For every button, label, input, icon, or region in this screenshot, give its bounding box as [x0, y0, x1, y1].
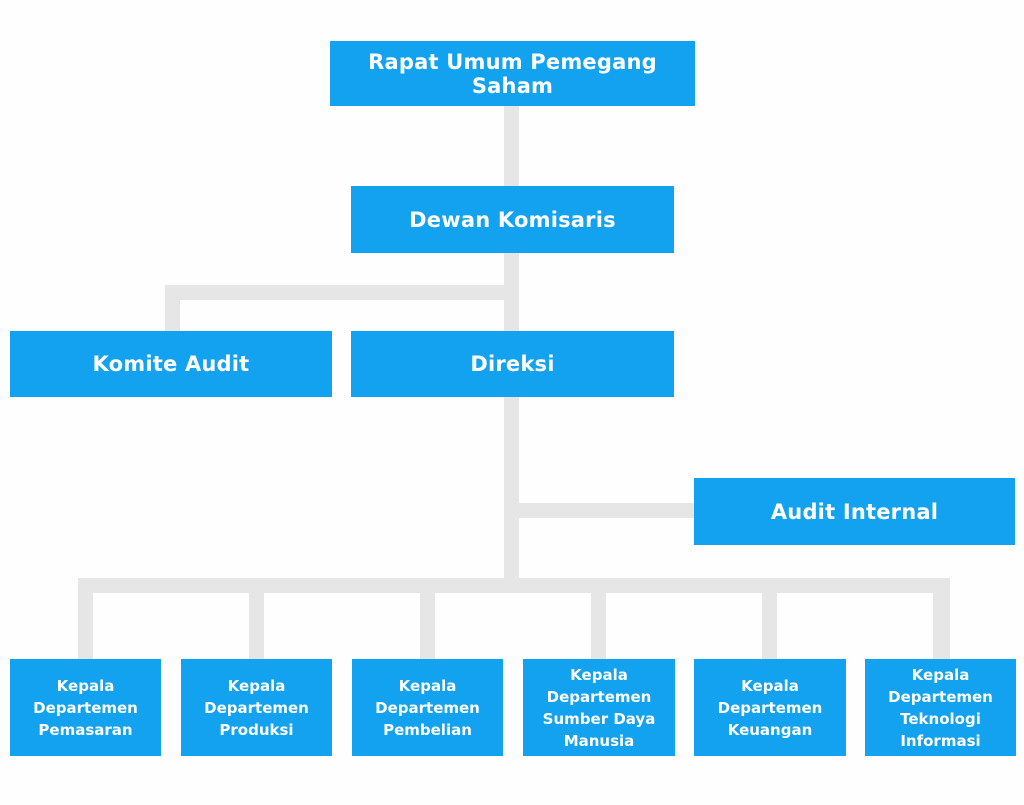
connector-branch-to-audit-internal: [511, 503, 696, 518]
connector-stub-dept-produksi: [249, 580, 264, 661]
connector-elbow-to-komite-audit: [165, 285, 180, 333]
node-kepala-departemen-teknologi-informasi: Kepala Departemen Teknologi Informasi: [865, 659, 1016, 756]
node-kepala-departemen-produksi: Kepala Departemen Produksi: [181, 659, 332, 756]
connector-direksi-down: [504, 395, 519, 585]
connector-bottom-bus: [78, 578, 950, 593]
node-komite-audit: Komite Audit: [10, 331, 332, 397]
connector-stub-dept-ti: [933, 580, 950, 661]
node-rapat-umum-pemegang-saham: Rapat Umum Pemegang Saham: [330, 41, 695, 106]
node-dewan-komisaris: Dewan Komisaris: [351, 186, 674, 253]
node-kepala-departemen-sumber-daya-manusia: Kepala Departemen Sumber Daya Manusia: [523, 659, 675, 756]
connector-branch-horizontal: [165, 285, 519, 300]
connector-stub-dept-pemasaran: [78, 580, 93, 661]
connector-rups-to-dewan-komisaris: [504, 104, 519, 188]
node-kepala-departemen-keuangan: Kepala Departemen Keuangan: [694, 659, 846, 756]
connector-stub-dept-sdm: [591, 580, 606, 661]
connector-stub-dept-pembelian: [420, 580, 435, 661]
node-audit-internal: Audit Internal: [694, 478, 1015, 545]
node-direksi: Direksi: [351, 331, 674, 397]
connector-stub-dept-keuangan: [762, 580, 777, 661]
node-kepala-departemen-pembelian: Kepala Departemen Pembelian: [352, 659, 503, 756]
node-kepala-departemen-pemasaran: Kepala Departemen Pemasaran: [10, 659, 161, 756]
